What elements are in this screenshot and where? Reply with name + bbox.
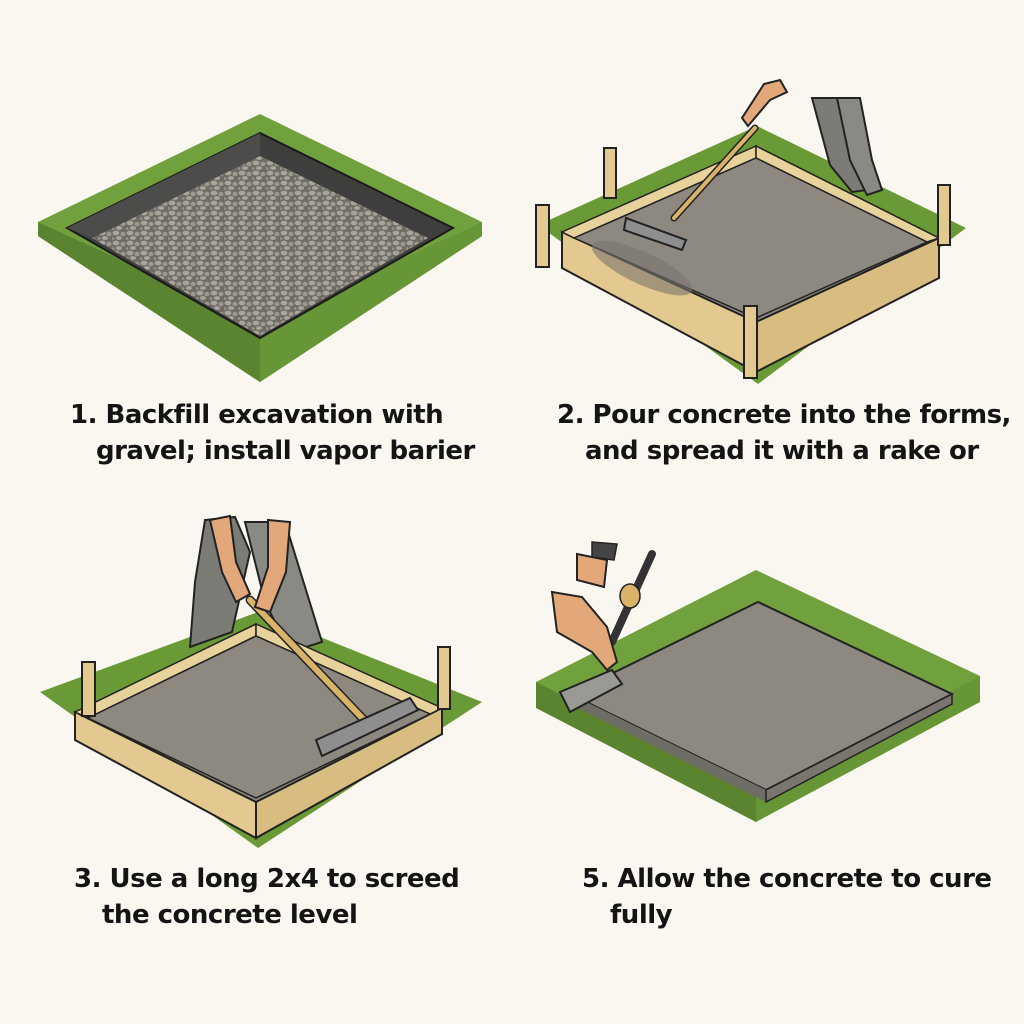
step-3-line-2: the concrete level (102, 900, 358, 930)
step-5-panel: 5. Allow the concrete to cure fully (512, 512, 1024, 1024)
step-5-line-1: Allow the concrete to cure (617, 864, 993, 894)
step-3-line-1: Use a long 2x4 to screed (109, 864, 460, 894)
step-5-caption: 5. Allow the concrete to cure fully (582, 861, 992, 933)
step-2-caption: 2. Pour concrete into the forms, and spr… (557, 397, 1011, 469)
step-1-panel: 1. Backfill excavation with gravel; inst… (0, 0, 512, 512)
step-1-line-2: gravel; install vapor barier (96, 436, 475, 466)
step-1-number: 1. (70, 400, 97, 430)
step-3-caption: 3. Use a long 2x4 to screed the concrete… (74, 861, 460, 933)
step-5-line-2: fully (610, 900, 673, 930)
step-2-line-1: Pour concrete into the forms, (592, 400, 1012, 430)
screeding-illustration (40, 514, 482, 848)
step-3-panel: 3. Use a long 2x4 to screed the concrete… (0, 512, 512, 1024)
step-1-caption: 1. Backfill excavation with gravel; inst… (70, 397, 475, 469)
finished-slab-illustration (536, 541, 980, 822)
step-2-number: 2. (557, 400, 584, 430)
step-2-panel: 2. Pour concrete into the forms, and spr… (512, 0, 1024, 512)
step-2-line-2: and spread it with a rake or (585, 436, 979, 466)
step-5-number: 5. (582, 864, 609, 894)
gravel-excavation-illustration (38, 114, 482, 382)
step-3-number: 3. (74, 864, 101, 894)
spreading-concrete-illustration (535, 78, 966, 384)
step-1-line-1: Backfill excavation with (105, 400, 444, 430)
